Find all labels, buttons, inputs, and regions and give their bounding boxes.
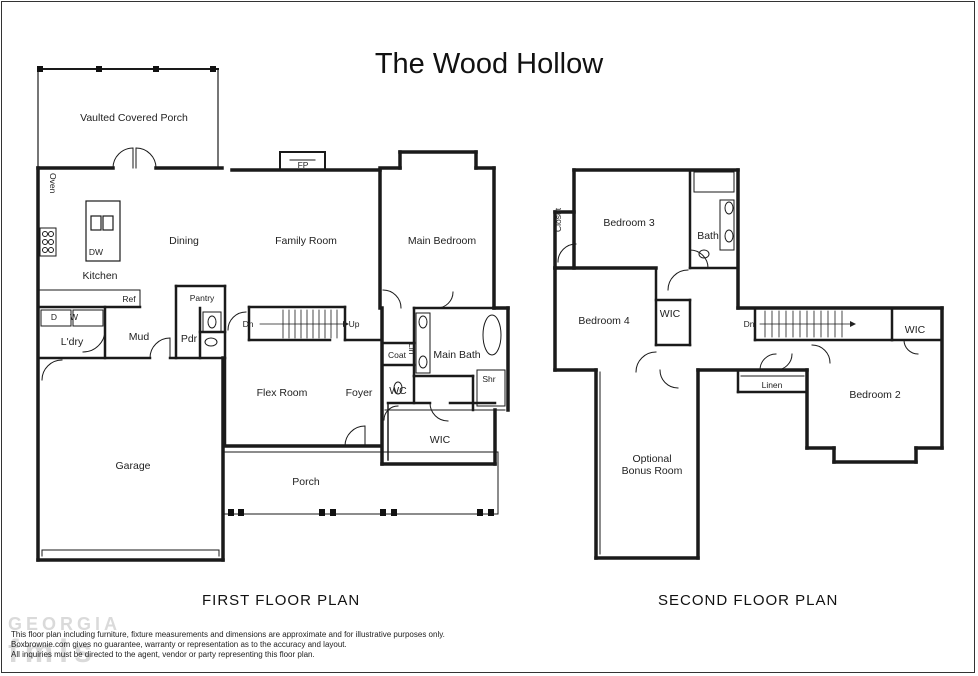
label-linen: Linen	[762, 380, 783, 390]
label-main-bath: Main Bath	[433, 349, 480, 361]
label-dn-second: Dn	[744, 319, 755, 329]
up-arrow-icon	[343, 321, 349, 327]
label-shower: Shr	[482, 374, 495, 384]
label-closet: Closet	[553, 207, 563, 232]
label-flex-room: Flex Room	[257, 387, 308, 399]
label-up: Up	[349, 319, 360, 329]
watermark-logo: GEORGIA fmls	[8, 614, 122, 669]
first-floor-stairs	[259, 309, 344, 339]
first-floor-thin-lines	[37, 151, 506, 557]
label-wic-2: WIC	[905, 324, 926, 336]
cooktop	[39, 227, 57, 257]
label-dn-first: Dn	[243, 319, 254, 329]
label-dryer: D	[51, 312, 57, 322]
second-floor-stairs	[759, 310, 853, 338]
label-laundry: L'dry	[61, 336, 84, 348]
label-wic-1: WIC	[660, 308, 681, 320]
laundry-appliances	[40, 309, 104, 327]
label-porch: Porch	[292, 476, 320, 488]
label-main-bedroom: Main Bedroom	[408, 235, 477, 247]
label-family-room: Family Room	[275, 235, 337, 247]
second-floor-doors	[557, 243, 919, 389]
bath-fixtures	[202, 311, 506, 407]
label-wic: WIC	[430, 434, 451, 446]
disclaimer-line-3: All inquiries must be directed to the ag…	[11, 650, 315, 659]
kitchen-island	[85, 200, 121, 262]
disclaimer-line-2: Boxbrownie.com gives no guarantee, warra…	[11, 640, 347, 649]
first-floor-interior-walls	[36, 284, 497, 461]
disclaimer-line-1: This floor plan including furniture, fix…	[11, 630, 445, 639]
label-foyer: Foyer	[346, 387, 373, 399]
fireplace	[279, 151, 326, 171]
label-washer: W	[70, 312, 78, 322]
label-fireplace: FP	[298, 160, 309, 170]
label-refrigerator: Ref	[122, 294, 136, 304]
first-floor-doors	[41, 147, 454, 447]
vaulted-porch-outline	[37, 68, 219, 169]
label-garage: Garage	[115, 460, 150, 472]
dn-arrow-icon	[850, 321, 856, 327]
label-powder: Pdr	[181, 333, 198, 345]
second-floor-caption: SECOND FLOOR PLAN	[658, 592, 839, 609]
label-bedroom-3: Bedroom 3	[603, 217, 655, 229]
first-floor-caption: FIRST FLOOR PLAN	[202, 592, 361, 609]
disclaimer-text: This floor plan including furniture, fix…	[11, 630, 445, 660]
front-porch-outline	[224, 451, 499, 515]
second-floor-fixtures	[599, 171, 805, 555]
label-wc: WC	[389, 385, 407, 397]
label-coat: Coat	[388, 350, 407, 360]
label-bedroom-2: Bedroom 2	[849, 389, 901, 401]
label-dishwasher: DW	[89, 247, 103, 257]
label-bath: Bath	[697, 230, 719, 242]
label-vaulted-porch: Vaulted Covered Porch	[80, 112, 188, 124]
stair-arrows	[343, 321, 856, 327]
label-oven: Oven	[48, 173, 58, 194]
plan-title: The Wood Hollow	[374, 48, 604, 80]
label-kitchen: Kitchen	[82, 270, 117, 282]
label-bedroom-4: Bedroom 4	[578, 315, 630, 327]
label-dining: Dining	[169, 235, 199, 247]
label-pantry: Pantry	[190, 293, 215, 303]
second-floor-exterior-walls	[553, 168, 944, 560]
label-linen-first: Lin	[407, 343, 417, 355]
front-porch-posts	[228, 509, 494, 516]
label-mud: Mud	[129, 331, 150, 343]
first-floor-exterior-walls	[36, 150, 510, 562]
second-floor-interior-walls	[654, 168, 944, 394]
porch-posts	[37, 66, 216, 72]
